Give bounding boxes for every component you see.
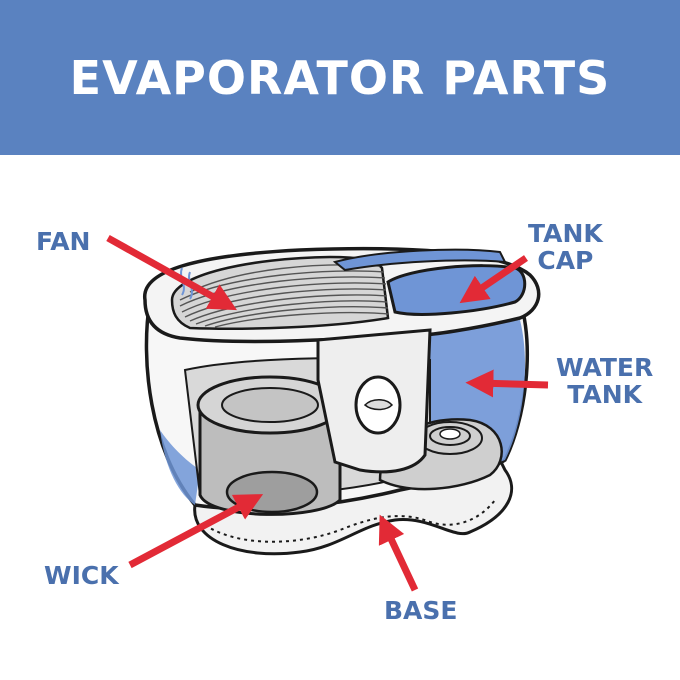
- label-water-tank: WATER TANK: [556, 354, 653, 408]
- arrow-tank-cap: [459, 255, 528, 304]
- label-fan: FAN: [36, 227, 91, 256]
- label-tank-cap: TANK CAP: [528, 220, 603, 274]
- page-title: EVAPORATOR PARTS: [69, 50, 611, 105]
- arrow-fan: [106, 234, 237, 311]
- fan-grille: [170, 255, 390, 330]
- label-tank-cap-line1: TANK: [528, 219, 603, 248]
- humidifier-diagram: [106, 234, 549, 592]
- label-water-tank-line2: TANK: [567, 380, 642, 409]
- arrow-wick: [128, 494, 264, 569]
- label-water-tank-line1: WATER: [556, 353, 654, 382]
- label-wick: WICK: [44, 561, 119, 590]
- arrow-water-tank: [465, 369, 549, 398]
- wick: [196, 375, 344, 516]
- title-banner: EVAPORATOR PARTS: [0, 0, 680, 155]
- annotation-arrows: [106, 234, 549, 592]
- label-base: BASE: [384, 596, 458, 625]
- arrow-base: [378, 514, 419, 592]
- label-tank-cap-line2: CAP: [537, 246, 594, 275]
